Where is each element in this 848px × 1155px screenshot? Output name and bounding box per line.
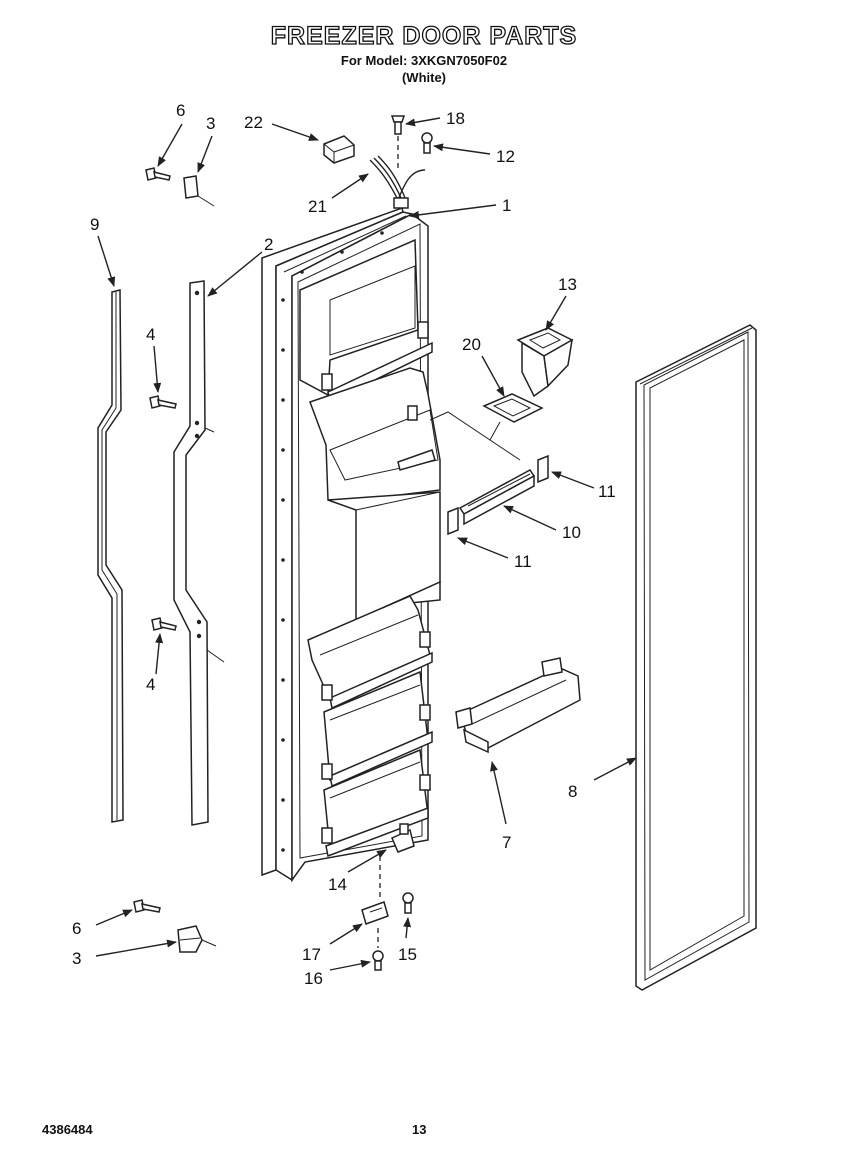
callout-10: 10 <box>562 523 581 542</box>
part-7-door-shelf <box>455 657 581 754</box>
callout-11-upper: 11 <box>598 482 616 501</box>
part-3-lower-hinge-block <box>177 925 217 953</box>
lower-door-bin-1 <box>321 670 433 788</box>
part-10-chute-bracket <box>458 469 536 526</box>
part-9-gasket-strip <box>97 289 124 823</box>
part-6-lower-screw <box>133 899 161 913</box>
part-16-screw <box>372 950 384 971</box>
part-12-screw <box>421 132 433 154</box>
callout-6-lower: 6 <box>72 919 81 938</box>
page-number: 13 <box>412 1122 427 1137</box>
callout-22: 22 <box>244 113 263 132</box>
part-11-clip-upper <box>537 454 549 484</box>
part-18-plug <box>390 115 406 170</box>
callout-18: 18 <box>446 109 465 128</box>
dispenser-housing <box>309 367 441 627</box>
callout-numbers: 6 3 22 18 12 21 1 9 2 13 20 4 11 10 11 4… <box>72 101 616 988</box>
part-21-wire-harness <box>369 155 426 209</box>
callout-4-lower: 4 <box>146 675 155 694</box>
part-14-hinge-pin <box>379 823 415 900</box>
callout-3-upper: 3 <box>206 114 215 133</box>
callout-2: 2 <box>264 235 273 254</box>
part-8-door-gasket <box>635 324 757 991</box>
callout-12: 12 <box>496 147 515 166</box>
callout-15: 15 <box>398 945 417 964</box>
part-11-clip-lower <box>447 506 459 536</box>
part-2-hinge-strip <box>173 280 225 826</box>
color-line: (White) <box>401 70 447 85</box>
part-20-chute-seal <box>429 393 544 461</box>
part-3-upper-hinge-cap <box>183 175 215 207</box>
callout-16: 16 <box>304 969 323 988</box>
page-title: FREEZER DOOR PARTS <box>270 21 578 50</box>
callout-17: 17 <box>302 945 321 964</box>
part-4-upper-screw <box>149 395 177 409</box>
callout-13: 13 <box>558 275 577 294</box>
part-13-ice-chute <box>516 327 574 398</box>
model-line: For Model: 3XKGN7050F02 <box>340 53 508 68</box>
callout-1: 1 <box>502 196 511 215</box>
callout-6-upper: 6 <box>176 101 185 120</box>
callout-3-lower: 3 <box>72 949 81 968</box>
part-6-upper-screw <box>145 167 171 181</box>
lower-door-bin-2 <box>321 748 431 858</box>
callout-21: 21 <box>308 197 327 216</box>
callout-20: 20 <box>462 335 481 354</box>
callout-9: 9 <box>90 215 99 234</box>
document-number: 4386484 <box>42 1122 93 1137</box>
part-4-lower-screw <box>151 617 177 631</box>
part-15-screw <box>402 892 414 914</box>
callout-7: 7 <box>502 833 511 852</box>
part-17-hinge-bracket <box>361 901 389 948</box>
callout-8: 8 <box>568 782 577 801</box>
callout-leaders <box>95 117 637 971</box>
callout-4-upper: 4 <box>146 325 155 344</box>
middle-door-bin <box>307 595 433 710</box>
callout-14: 14 <box>328 875 347 894</box>
part-22-wire-connector <box>323 135 355 164</box>
callout-11-lower: 11 <box>514 552 532 571</box>
